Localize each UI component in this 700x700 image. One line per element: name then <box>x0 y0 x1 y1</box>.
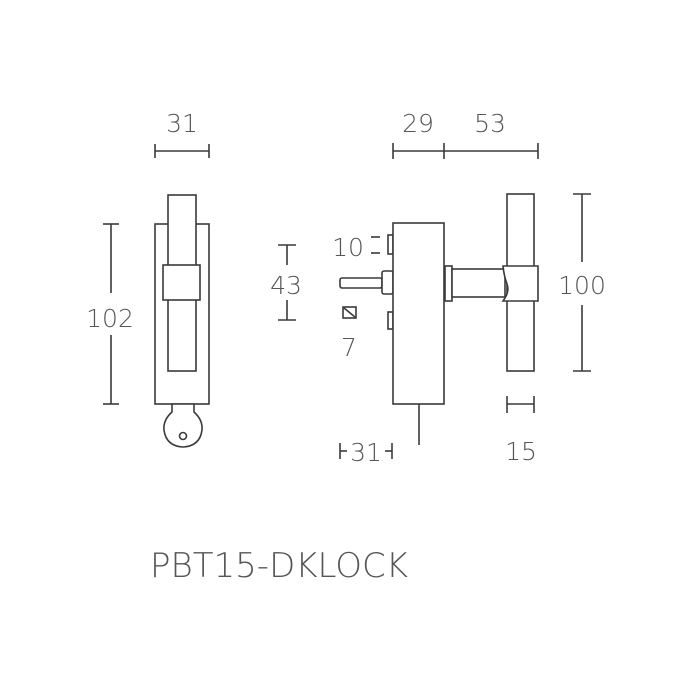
handle-block <box>162 264 201 301</box>
spindle-offset-label: 43 <box>270 271 302 300</box>
side-view: 29 53 43 10 7 100 <box>270 109 606 467</box>
rosette <box>444 265 453 302</box>
front-width-label: 31 <box>166 109 198 138</box>
spindle-collar <box>381 270 394 295</box>
handle-height-label: 100 <box>558 271 606 300</box>
tab-label: 10 <box>332 233 364 262</box>
front-height-label: 102 <box>86 304 134 333</box>
grip-width-label: 15 <box>505 437 537 466</box>
product-code: PBT15-DKLOCK <box>150 546 408 586</box>
handle-neck <box>451 268 506 298</box>
key-icon <box>163 403 203 448</box>
spindle <box>339 277 383 289</box>
spindle-square-diagonal <box>343 307 356 318</box>
projection-label: 53 <box>474 109 506 138</box>
lock-body <box>392 222 445 405</box>
rose-depth-label: 29 <box>402 109 434 138</box>
spindle-square-label: 7 <box>341 333 357 362</box>
handle-block <box>501 265 539 302</box>
front-view: 31 102 <box>86 109 210 448</box>
base-width-label: 31 <box>350 438 382 467</box>
